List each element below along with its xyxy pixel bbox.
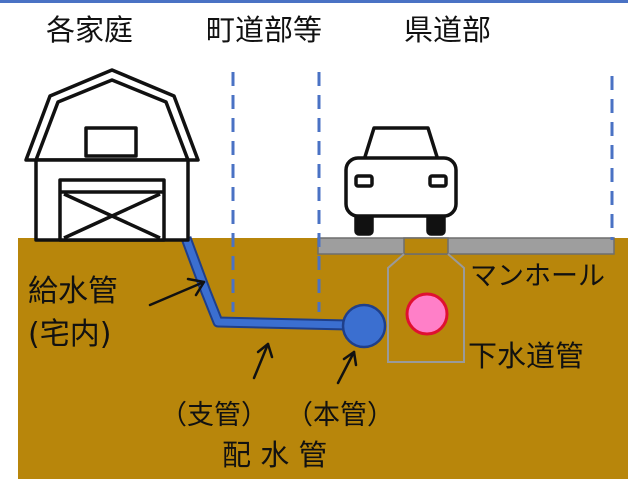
barn-house-icon	[24, 68, 200, 242]
label-service-pipe-inhouse: (宅内)	[28, 317, 111, 352]
header-households: 各家庭	[46, 13, 133, 47]
car-icon	[344, 126, 458, 236]
label-sewer-pipe: 下水道管	[468, 339, 584, 373]
arrows	[148, 277, 358, 385]
label-manhole: マンホール	[470, 261, 605, 292]
label-service-pipe: 給水管	[28, 274, 118, 309]
header-prefectural-road: 県道部	[404, 13, 491, 47]
arrow-to-main-pipe	[336, 350, 358, 385]
boundary-lines	[231, 72, 614, 312]
arrow-to-service-pipe	[148, 277, 206, 307]
label-main-pipe: （本管）	[286, 400, 394, 431]
label-branch-pipe: （支管）	[160, 400, 268, 431]
header-town-road: 町道部等	[206, 13, 322, 47]
manhole-chamber	[387, 253, 465, 363]
road-surface	[317, 237, 615, 255]
arrow-to-branch-pipe	[252, 342, 274, 380]
ground	[18, 238, 628, 479]
service-pipe-fill	[182, 236, 349, 329]
sewer-pipe-circle	[405, 292, 449, 336]
label-distribution-pipe: 配 水 管	[222, 438, 327, 472]
main-pipe-circle	[341, 303, 387, 349]
